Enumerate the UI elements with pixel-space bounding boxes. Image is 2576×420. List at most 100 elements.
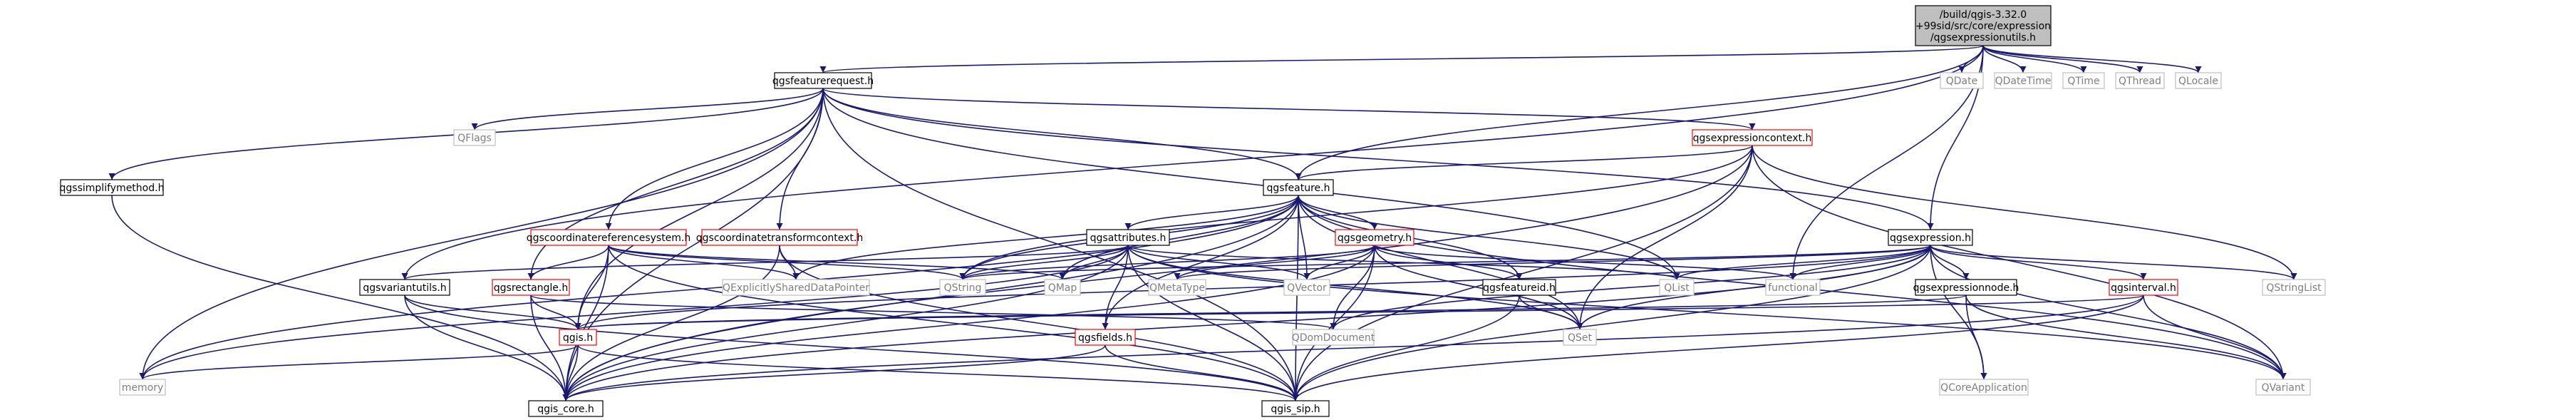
node-label-qgsexpressionnode: qgsexpressionnode.h xyxy=(1913,282,2019,294)
node-qgssimplifymethod[interactable]: qgssimplifymethod.h xyxy=(60,179,165,196)
edge-root-to-qthread xyxy=(1982,45,2143,73)
node-box-qgsfields xyxy=(1075,329,1136,346)
node-qgis_core[interactable]: qgis_core.h xyxy=(528,400,604,417)
node-qgis[interactable]: qgis.h xyxy=(559,329,597,346)
edge-qgsexpressionnode-to-qgis xyxy=(575,294,1967,330)
node-qgsexpressionnode[interactable]: qgsexpressionnode.h xyxy=(1913,279,2019,296)
node-qgsattributes[interactable]: qgsattributes.h xyxy=(1086,229,1170,246)
node-qgscoordinatetransformcontext[interactable]: qgscoordinatetransformcontext.h xyxy=(696,229,863,246)
node-label-qmap: QMap xyxy=(1048,282,1077,294)
node-label-qgsvariantutils: qgsvariantutils.h xyxy=(363,282,446,294)
node-qgscoordinatereferencesystem[interactable]: qgscoordinatereferencesystem.h xyxy=(527,229,691,246)
edge-qgsinterval-to-qgis_sip xyxy=(1292,294,2144,401)
edge-qgsattributes-to-qvariant xyxy=(1127,245,2287,380)
node-label-qgsfeature: qgsfeature.h xyxy=(1267,183,1330,194)
node-box-qthread xyxy=(2115,72,2165,89)
edge-qgsfeaturerequest-to-qgsfeature xyxy=(822,88,1302,180)
node-qdomdocument: QDomDocument xyxy=(1292,329,1375,346)
node-qvector: QVector xyxy=(1283,279,1330,296)
edge-qgsexpressionnode-to-qcoreapplication xyxy=(1965,294,1987,380)
edge-qgsfeatureid-to-qgis_sip xyxy=(1292,294,1520,401)
edge-qgscoordinatereferencesystem-to-qexplicitly xyxy=(608,245,800,280)
node-qdatetime: QDateTime xyxy=(1994,72,2052,89)
edge-qgsfeature-to-qgsattributes xyxy=(1124,195,1299,230)
node-qgsgeometry[interactable]: qgsgeometry.h xyxy=(1335,229,1414,246)
node-label-qgsexpression: qgsexpression.h xyxy=(1890,232,1971,244)
edge-qgsfeaturerequest-to-memory xyxy=(139,88,824,380)
edge-qgsgeometry-to-functional xyxy=(1374,245,1796,280)
node-label-qdate: QDate xyxy=(1946,76,1977,87)
node-box-qdomdocument xyxy=(1292,329,1375,346)
edge-qgsexpressionnode-to-qvariant xyxy=(1965,294,2287,380)
edge-qgsgeometry-to-qgsfeatureid xyxy=(1374,245,1523,280)
node-box-qdatetime xyxy=(1994,72,2052,89)
node-box-qlocale xyxy=(2175,72,2222,89)
node-label-qflags: QFlags xyxy=(457,133,492,144)
nodes-layer: /build/qgis-3.32.0+99sid/src/core/expres… xyxy=(60,5,2326,417)
node-box-qgsfeaturerequest xyxy=(774,72,872,89)
edge-qgsexpressioncontext-to-qstring xyxy=(959,145,1753,280)
node-qgsfeatureid[interactable]: qgsfeatureid.h xyxy=(1482,279,1556,296)
node-label-qvariant: QVariant xyxy=(2262,382,2305,394)
edge-qgsfields-to-qgis_sip xyxy=(1105,344,1299,401)
edge-qgscoordinatereferencesystem-to-qmap xyxy=(608,245,1066,280)
edge-qgsexpression-to-qgsinterval xyxy=(1930,245,2147,280)
node-box-qgsexpressioncontext xyxy=(1692,129,1813,146)
node-box-qtime xyxy=(2062,72,2105,89)
node-qstring: QString xyxy=(939,279,986,296)
node-label-functional: functional xyxy=(1768,282,1818,294)
edge-qgsgeometry-to-qgis_core xyxy=(562,245,1375,401)
node-qcoreapplication: QCoreApplication xyxy=(1939,379,2029,396)
node-qstringlist: QStringList xyxy=(2262,279,2326,296)
edge-qgsfeature-to-qgis_sip xyxy=(1292,195,1299,401)
edge-qgsgeometry-to-qset xyxy=(1374,245,1583,330)
node-memory: memory xyxy=(119,379,166,396)
edge-root-to-qgsfeature xyxy=(1295,45,1984,180)
node-root[interactable]: /build/qgis-3.32.0+99sid/src/core/expres… xyxy=(1915,5,2052,46)
node-box-qgsinterval xyxy=(2109,279,2178,296)
node-label-qmetatype: QMetaType xyxy=(1149,282,1205,294)
node-label-qlist: QList xyxy=(1664,282,1690,294)
node-box-memory xyxy=(119,379,166,396)
node-box-qgis xyxy=(559,329,597,346)
node-label-qgsfeatureid: qgsfeatureid.h xyxy=(1483,282,1556,294)
node-qgsexpression[interactable]: qgsexpression.h xyxy=(1888,229,1973,246)
node-label-qdomdocument: QDomDocument xyxy=(1292,332,1375,344)
node-qgsexpressioncontext[interactable]: qgsexpressioncontext.h xyxy=(1692,129,1813,146)
edge-qgsinterval-to-qgis_core xyxy=(562,294,2144,401)
edge-qgsfeaturerequest-to-qlist xyxy=(822,88,1680,280)
node-box-qlist xyxy=(1659,279,1695,296)
node-qgis_sip[interactable]: qgis_sip.h xyxy=(1261,400,1330,417)
node-label-qthread: QThread xyxy=(2119,76,2161,87)
node-qgsrectangle[interactable]: qgsrectangle.h xyxy=(492,279,570,296)
edge-qgsfeatureid-to-qset xyxy=(1519,294,1583,330)
node-qgsfields[interactable]: qgsfields.h xyxy=(1075,329,1136,346)
node-box-qmap xyxy=(1044,279,1081,296)
edge-qgsattributes-to-qgsvariantutils xyxy=(401,245,1129,280)
node-qset: QSet xyxy=(1563,329,1597,346)
edge-qgsinterval-to-qvariant xyxy=(2143,294,2287,380)
node-box-qgsfeature xyxy=(1263,179,1334,196)
node-label-qgsfeaturerequest: qgsfeaturerequest.h xyxy=(772,76,874,87)
edge-qgsexpressioncontext-to-qstringlist xyxy=(1752,145,2297,280)
node-label-memory: memory xyxy=(122,382,164,394)
edge-qgsfeaturerequest-to-qgis_sip xyxy=(822,88,1299,401)
edge-qgscoordinatereferencesystem-to-qgis xyxy=(574,245,609,330)
node-label-qstringlist: QStringList xyxy=(2266,282,2322,294)
node-label-qgscoordinatereferencesystem: qgscoordinatereferencesystem.h xyxy=(527,232,691,244)
edge-qgsexpressioncontext-to-qgis_core xyxy=(562,145,1753,401)
node-label-qset: QSet xyxy=(1568,332,1593,344)
edge-qgsgeometry-to-qmetatype xyxy=(1174,245,1375,280)
edge-qgis-to-qgis_core xyxy=(562,344,579,401)
node-qgsfeaturerequest[interactable]: qgsfeaturerequest.h xyxy=(772,72,874,89)
edge-root-to-qlocale xyxy=(1982,45,2202,73)
node-qgsinterval[interactable]: qgsinterval.h xyxy=(2109,279,2178,296)
node-qgsvariantutils[interactable]: qgsvariantutils.h xyxy=(359,279,450,296)
edge-qgsexpression-to-qgis_core xyxy=(562,245,1931,401)
edge-qgssimplifymethod-to-qgis_core xyxy=(111,195,569,401)
node-label-qlocale: QLocale xyxy=(2178,76,2218,87)
edge-root-to-qtime xyxy=(1982,45,2087,73)
node-box-qgscoordinatereferencesystem xyxy=(530,229,687,246)
node-qgsfeature[interactable]: qgsfeature.h xyxy=(1263,179,1334,196)
node-label-qgsgeometry: qgsgeometry.h xyxy=(1338,232,1412,244)
